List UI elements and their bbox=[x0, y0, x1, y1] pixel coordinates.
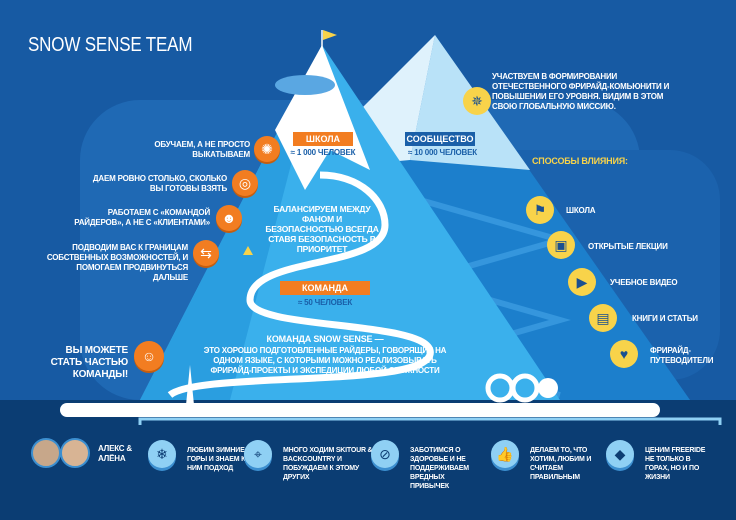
team-desc-body: это хорошо подготовленные райдеры, говор… bbox=[203, 346, 447, 375]
page-title: SNOW SENSE TEAM bbox=[28, 34, 193, 56]
book-icon: ▤ bbox=[589, 304, 617, 332]
influence-item: Книги и статьи bbox=[632, 314, 698, 323]
tree-icon bbox=[186, 365, 194, 405]
value-item: Ценим freeride не только в горах, но и п… bbox=[645, 447, 706, 481]
influence-item: Фрирайд-путеводители bbox=[650, 346, 714, 365]
summit-flag bbox=[323, 30, 337, 40]
level-school-label: ШКОЛА bbox=[293, 132, 353, 146]
video-icon: ▶ bbox=[568, 268, 596, 296]
map-icon: ⌖ bbox=[244, 440, 272, 468]
smiley-icon: ☺ bbox=[134, 341, 164, 371]
snow-cap bbox=[275, 45, 370, 190]
founders-names: Алекс & Алёна bbox=[98, 444, 132, 463]
level-community-label: СООБЩЕСТВО bbox=[405, 132, 475, 146]
influence-item: Школа bbox=[566, 206, 596, 215]
warning-icon bbox=[243, 246, 253, 255]
value-item: Делаем то, что хотим, любим и считаем пр… bbox=[530, 447, 592, 481]
value-item: Много ходим skitour & backcountry и побу… bbox=[283, 447, 373, 481]
lecture-icon: ▣ bbox=[547, 231, 575, 259]
influence-item: Учебное видео bbox=[610, 278, 678, 287]
lightbulb-icon: ✺ bbox=[254, 136, 280, 162]
target-icon: ◎ bbox=[232, 170, 258, 196]
level-team-label: КОМАНДА bbox=[280, 281, 370, 295]
school-point: Обучаем, а не просто выкатываем bbox=[154, 140, 250, 159]
level-community-count: ≈ 10 000 человек bbox=[408, 148, 477, 157]
flag-icon: ⚑ bbox=[526, 196, 554, 224]
avatar bbox=[60, 438, 90, 468]
school-point: Даем ровно столько, сколько вы готовы вз… bbox=[92, 174, 227, 193]
sunglasses-smiley-icon: ☻ bbox=[216, 205, 242, 231]
influence-title: Способы влияния: bbox=[532, 156, 628, 166]
value-item: Любим зимние горы и знаем к ним подход bbox=[187, 447, 246, 472]
community-text: Участвуем в формировании отечественного … bbox=[492, 72, 670, 111]
value-item: Заботимся о здоровье и не поддерживаем в… bbox=[410, 447, 469, 490]
winding-road bbox=[167, 171, 434, 398]
map-pin-icon: ♥ bbox=[610, 340, 638, 368]
avatar bbox=[31, 438, 61, 468]
compass-icon: ✵ bbox=[463, 87, 491, 115]
team-desc-title: Команда Snow Sense — bbox=[266, 334, 384, 344]
balance-text: Балансируем между фаном и безопасностью … bbox=[265, 204, 379, 254]
influence-item: Открытые лекции bbox=[588, 242, 668, 251]
school-point: Подводим вас к границам собственных возм… bbox=[46, 243, 188, 282]
road-sign-icon: ◆ bbox=[606, 440, 634, 468]
thumbs-up-icon: 👍 bbox=[491, 440, 519, 468]
signpost-icon: ⇆ bbox=[193, 240, 219, 266]
no-smoking-icon: ⊘ bbox=[371, 440, 399, 468]
snowflake-icon: ❄ bbox=[148, 440, 176, 468]
level-school-count: ≈ 1 000 человек bbox=[290, 148, 356, 157]
join-text: Вы можете стать частью команды! bbox=[50, 345, 129, 380]
school-point: Работаем с «командой райдеров», а не с «… bbox=[74, 208, 210, 227]
level-team-count: ≈ 50 человек bbox=[297, 298, 353, 307]
snow-ground bbox=[60, 403, 660, 417]
